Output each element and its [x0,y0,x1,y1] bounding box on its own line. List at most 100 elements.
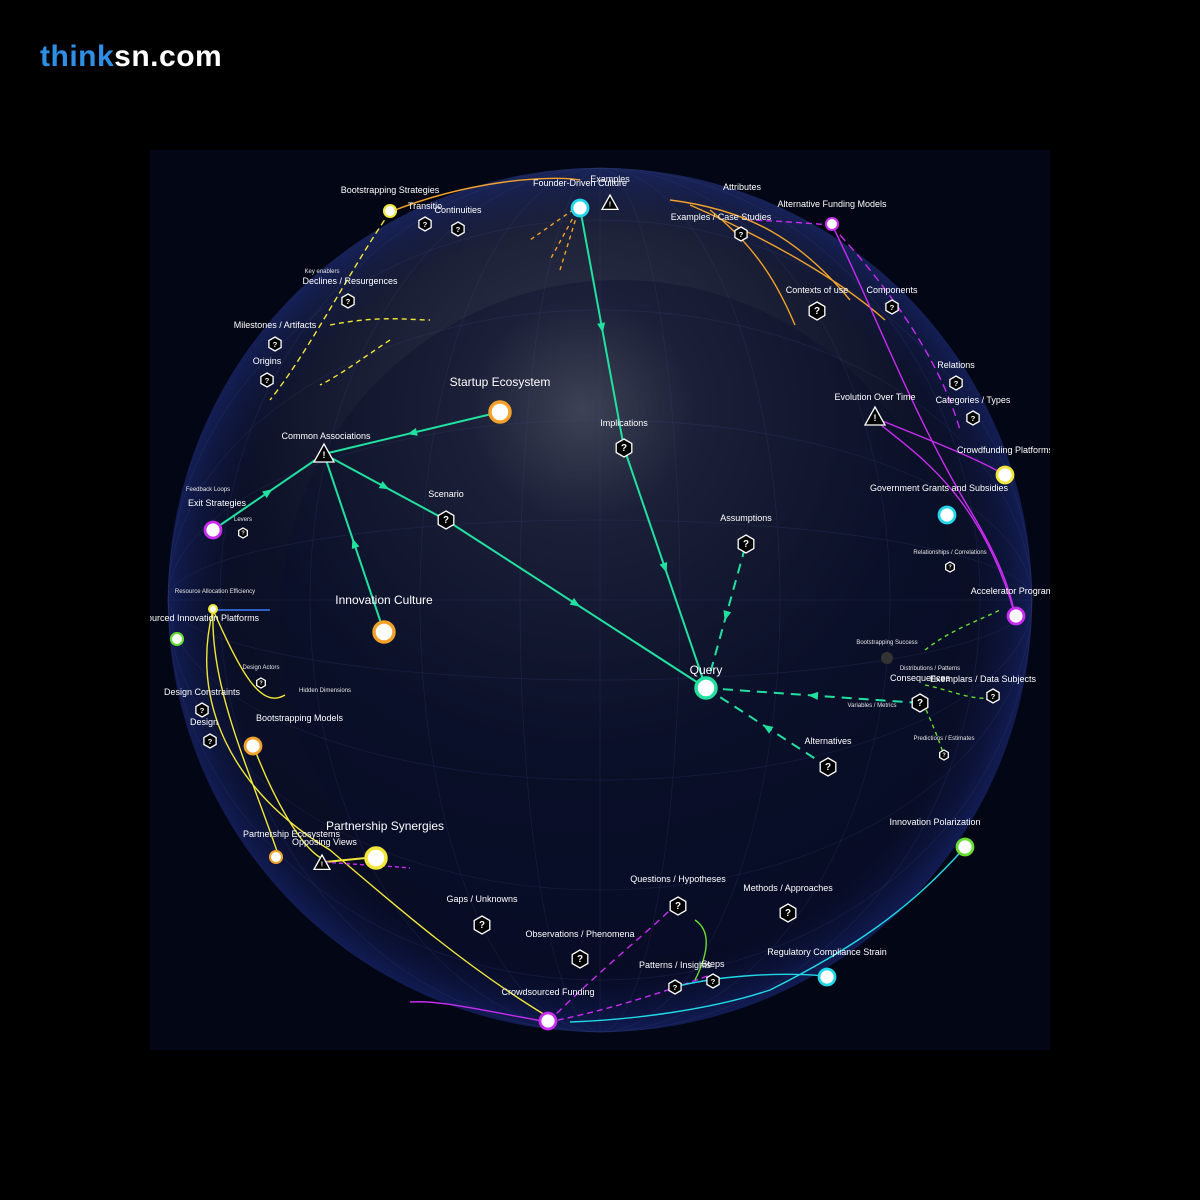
node-design-constraints[interactable]: ?Design Constraints [164,687,241,718]
node-label: Founder-Driven Culture [533,178,627,188]
node-design-actors[interactable]: ?Design Actors [242,665,280,689]
node-opposing-views[interactable]: !Opposing Views [292,837,357,871]
orange-arc-top [389,177,581,213]
node-alternatives[interactable]: ?Alternatives [804,736,852,777]
node-consequences[interactable]: ?Consequences [890,673,951,713]
node-innovation-polarization[interactable]: Innovation Polarization [889,817,981,857]
edge-arrow [659,561,668,573]
question-mark-glyph: ? [443,515,449,526]
question-mark-glyph: ? [739,230,744,239]
node-distributions[interactable]: Distributions / Patterns [900,666,960,672]
question-hex-icon [706,973,720,989]
node-key-enablers[interactable]: Key enablers [304,269,339,275]
node-label: Examples [590,174,630,184]
node-transitions[interactable]: ?Transitio [408,201,442,232]
node-patterns-insights[interactable]: ?Patterns / Insights [639,960,712,995]
node-label: Crowdsourced Funding [501,987,594,997]
ring-node-icon [937,505,957,525]
node-components[interactable]: ? Components [866,285,918,315]
question-hex-icon [203,733,217,749]
node-query[interactable]: Query [690,663,723,700]
node-examples-case[interactable]: ?Examples / Case Studies [671,212,772,242]
purple-right [831,224,1016,616]
node-variables-metrics[interactable]: Variables / Metrics [848,703,897,709]
node-gaps-unknowns[interactable]: ?Gaps / Unknowns [446,894,518,935]
node-label: Alternatives [804,736,852,746]
node-origins[interactable]: ?Origins [253,356,282,388]
node-crowdsourced-innovation[interactable]: ourced Innovation Platforms [150,613,260,647]
node-exit-strategies[interactable]: Exit Strategies [188,498,247,540]
node-evolution-over-time[interactable]: !Evolution Over Time [834,392,916,426]
node-methods-approaches[interactable]: ?Methods / Approaches [743,883,833,923]
node-contexts-of-use[interactable]: ?Contexts of use [786,285,849,321]
node-founder-driven-culture[interactable]: Founder-Driven Culture [533,178,627,218]
node-partnership-synergies[interactable]: Partnership Synergies [326,819,444,870]
green-bottom [694,919,707,981]
node-categories-types[interactable]: ?Categories / Types [936,395,1011,426]
question-mark-glyph: ? [456,225,461,234]
question-mark-glyph: ? [917,698,923,709]
question-mark-glyph: ? [890,303,895,312]
purple-bottom-2 [409,1001,549,1023]
node-accelerator-program[interactable]: Accelerator Program [971,586,1050,626]
node-resource-alloc[interactable]: Resource Allocation Efficiency [175,589,255,614]
node-bootstrapping-models[interactable]: Bootstrapping Models [243,713,344,756]
node-label: Bootstrapping Success [856,640,917,646]
yellow-lines-bm [252,744,326,861]
node-common-associations[interactable]: !Common Associations [281,431,371,463]
node-declines[interactable]: ?Declines / Resurgences [302,276,398,309]
yellow-left-3 [212,609,286,699]
node-startup-ecosystem[interactable]: Startup Ecosystem [450,375,551,424]
node-assumptions[interactable]: ?Assumptions [720,513,772,554]
node-label: Crowdfunding Platforms [957,445,1050,455]
question-hex-icon [615,438,633,458]
node-questions-hypotheses[interactable]: ?Questions / Hypotheses [630,874,726,916]
question-hex-icon [195,702,209,718]
node-levers[interactable]: ?Levers [234,517,252,539]
node-bootstrapping-success[interactable]: Bootstrapping Success [856,640,918,664]
node-innovation-culture[interactable]: Innovation Culture [335,593,433,644]
node-observations[interactable]: ?Observations / Phenomena [525,929,635,969]
node-steps[interactable]: ?Steps [701,959,725,989]
question-mark-glyph: ? [577,954,583,965]
node-implications[interactable]: ?Implications [600,418,648,458]
question-hex-icon [571,949,589,969]
node-label: Categories / Types [936,395,1011,405]
node-examples-top[interactable]: !Examples [590,174,630,211]
node-predictions[interactable]: ?Predictions / Estimates [913,736,975,761]
node-bootstrapping-strategies[interactable]: Bootstrapping Strategies [341,185,440,219]
node-label: Components [866,285,918,295]
purple-bottom [547,909,671,1023]
node-relationships-correlations[interactable]: ?Relationships / Correlations [913,550,987,573]
node-feedback-loops[interactable]: Feedback Loops [186,487,230,493]
exclamation-glyph: ! [323,450,326,460]
node-partnership-eco[interactable]: Partnership Ecosystems [243,829,341,865]
node-crowdfunding-platforms[interactable]: Crowdfunding Platforms [957,445,1050,485]
question-hex-icon [668,979,682,995]
node-label: Evolution Over Time [834,392,915,402]
ring-node-icon [955,837,975,857]
question-mark-glyph: ? [273,340,278,349]
question-mark-glyph: ? [991,692,996,701]
node-scenario[interactable]: ?Scenario [428,489,464,530]
node-milestones[interactable]: ?Milestones / Artifacts [234,320,317,352]
node-exemplars[interactable]: ?Exemplars / Data Subjects [930,674,1037,704]
node-hidden-dimensions[interactable]: Hidden Dimensions [299,688,351,694]
node-attributes[interactable]: Attributes [723,182,762,192]
question-mark-glyph: ? [265,376,270,385]
node-alternative-funding-models[interactable]: Alternative Funding Models [777,199,887,232]
node-government-grants[interactable]: Government Grants and Subsidies [870,483,1009,525]
edge-arrow [569,597,581,607]
sphere-rim [168,168,1032,1032]
question-hex-icon [986,688,1000,704]
brand-logo[interactable]: thinksn.com [40,40,222,74]
node-continuities[interactable]: ?Continuities [434,205,482,237]
node-relations[interactable]: ?Relations [937,360,975,391]
node-regulatory-compliance[interactable]: Regulatory Compliance Strain [767,947,887,987]
node-crowdsourced-funding[interactable]: Crowdsourced Funding [501,987,595,1031]
node-design[interactable]: ?Design [190,717,218,749]
question-mark-glyph: ? [785,908,791,919]
yellow-dash-2 [329,318,431,326]
